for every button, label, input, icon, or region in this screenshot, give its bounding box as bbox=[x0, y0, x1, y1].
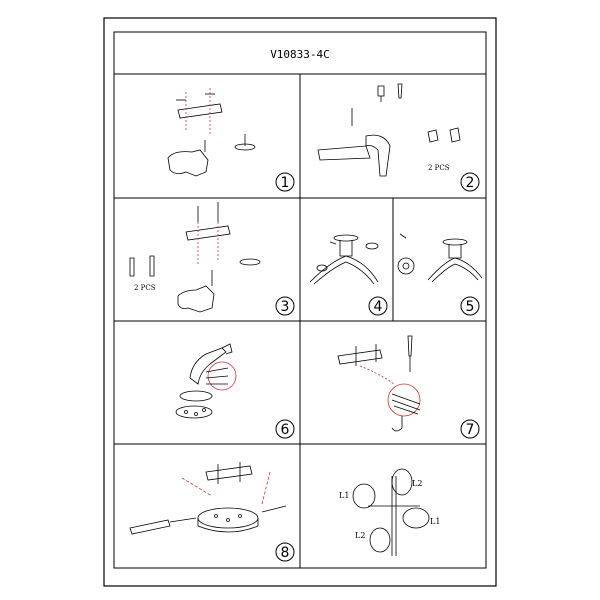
step-7-illustration bbox=[337, 335, 421, 432]
outer-frame bbox=[103, 17, 497, 587]
step-3-number: 3 bbox=[281, 299, 290, 315]
step-3-number-badge: 3 bbox=[275, 296, 295, 316]
step-8-number-badge: 8 bbox=[275, 542, 295, 562]
step-8-number: 8 bbox=[281, 545, 290, 561]
lamp-label-l2-top: L2 bbox=[412, 479, 422, 488]
step-6-number: 6 bbox=[281, 422, 290, 438]
step-6-illustration bbox=[175, 343, 237, 419]
step-4-number-badge: 4 bbox=[368, 296, 388, 316]
step-5-illustration bbox=[397, 233, 483, 283]
step-2-illustration bbox=[317, 83, 461, 177]
step-2-number: 2 bbox=[466, 175, 475, 191]
step-7-number-badge: 7 bbox=[460, 419, 480, 439]
step-7-number: 7 bbox=[466, 422, 475, 438]
step-4-number: 4 bbox=[374, 299, 383, 315]
step-8-illustration bbox=[129, 462, 287, 535]
step-1-illustration bbox=[167, 88, 256, 177]
step-6-number-badge: 6 bbox=[275, 419, 295, 439]
document-title: V10833-4C bbox=[270, 48, 330, 61]
lamp-layout-illustration bbox=[352, 468, 430, 556]
step-2-quantity-label: 2 PCS bbox=[428, 164, 450, 172]
step-1-number: 1 bbox=[281, 175, 290, 191]
lamp-label-l2-bottom: L2 bbox=[355, 531, 365, 540]
step-5-number: 5 bbox=[466, 299, 475, 315]
step-3-quantity-label: 2 PCS bbox=[134, 284, 156, 292]
step-5-number-badge: 5 bbox=[460, 296, 480, 316]
step-2-number-badge: 2 bbox=[460, 172, 480, 192]
grid-lines bbox=[114, 73, 486, 568]
lamp-label-l1-top: L1 bbox=[339, 491, 349, 500]
step-3-illustration bbox=[129, 202, 261, 313]
lamp-label-l1-right: L1 bbox=[430, 517, 440, 526]
step-1-number-badge: 1 bbox=[275, 172, 295, 192]
step-4-illustration bbox=[309, 234, 379, 285]
